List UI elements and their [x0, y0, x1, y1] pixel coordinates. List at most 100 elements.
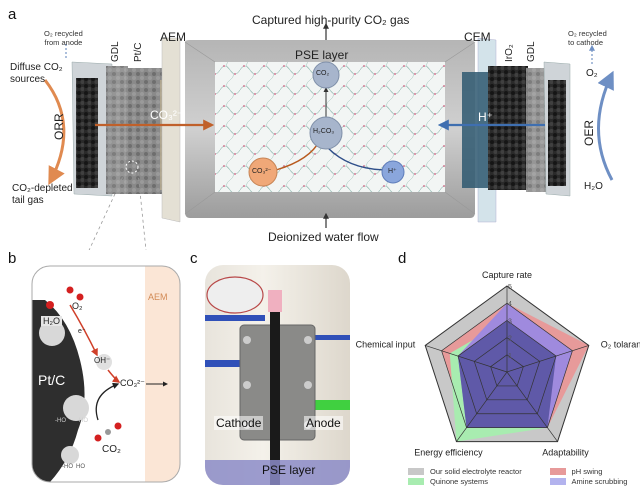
panel-a-illustration: [43, 22, 614, 250]
tick-label-2: 2: [508, 336, 512, 343]
oer-arrow: [597, 70, 614, 181]
h2o-oxygen: [46, 301, 54, 309]
panel-b-oh-label: OH⁻: [94, 356, 111, 365]
axis-spoke-chemical-input: [425, 345, 508, 373]
o2-atom-2: [76, 293, 84, 301]
anode-label: Anode: [304, 416, 343, 430]
proton-sphere-label: H⁺: [388, 168, 397, 175]
ho-label-3: -HO: [62, 464, 73, 470]
carbonate-sphere-label: CO₃²⁻: [252, 168, 272, 175]
legend-label: Quinone systems: [430, 477, 488, 486]
legend-swatch: [549, 468, 566, 475]
axis-label-adaptability: Adaptability: [542, 448, 589, 458]
ptc-particle: [32, 300, 85, 482]
co2-sphere: [312, 61, 340, 89]
co2-to-co3-arrow: [95, 382, 120, 421]
carbonate-sphere: [248, 157, 278, 187]
h2co3-sphere: [309, 116, 343, 150]
pse-plate: [270, 310, 280, 485]
panel-c-pse-label: PSE layer: [262, 463, 316, 477]
blue-tube-3: [300, 335, 350, 340]
panel-b-h2o-label: H₂O: [41, 316, 62, 326]
panel-b-letter: b: [8, 250, 17, 267]
panel-b-frame: [31, 265, 181, 483]
o2-recycled-to-cathode: O₂ recycled to cathode: [568, 29, 607, 47]
carbonate-ion-label: CO₃²⁻: [150, 108, 184, 122]
green-tube: [305, 400, 350, 410]
o2-atom-1: [66, 286, 74, 294]
h2o-right-label: H₂O: [584, 181, 603, 192]
cem-label: CEM: [464, 30, 491, 44]
legend-label: Amine scrubbing: [571, 477, 628, 486]
legend-swatch: [408, 468, 424, 475]
proton-sphere: [381, 160, 405, 184]
legend-item-amine-scrubbing: Amine scrubbing: [549, 477, 638, 486]
co2-depleted-label: CO₂-depleted tail gas: [12, 183, 73, 206]
base-block: [205, 460, 350, 485]
grid-ring-1: [490, 354, 524, 387]
axis-spoke-o-tolarance: [506, 345, 589, 373]
legend-label: Our solid electrolyte reactor: [430, 467, 522, 476]
pt-sphere-2: [63, 395, 89, 421]
co2-sphere-label: CO₂: [316, 70, 330, 77]
pse-layer-label: PSE layer: [295, 48, 349, 62]
captured-co2-label: Captured high-purity CO₂ gas: [252, 13, 410, 27]
legend-item-ph-swing: pH swing: [549, 467, 638, 476]
orr-arrow: [43, 79, 66, 186]
device-photo: [205, 265, 350, 485]
series-amine-accent: [457, 303, 573, 428]
zoom-line-right: [137, 171, 147, 250]
legend-swatch: [408, 478, 424, 485]
co2-carbon: [105, 429, 111, 435]
tick-label-1: 1: [508, 353, 512, 360]
series-overlap-core: [457, 320, 557, 428]
highlight-ellipse: [206, 276, 264, 314]
anode-assembly: [462, 61, 571, 197]
panel-b-co3-label: CO₃²⁻: [120, 378, 145, 388]
ho-label-4: HO: [76, 464, 85, 470]
ho-label-1: -HO: [55, 418, 66, 424]
axis-spoke-adaptability: [506, 371, 558, 442]
panel-b-aem-label: AEM: [148, 292, 168, 302]
blue-tube-1: [205, 315, 265, 321]
grid-ring-2: [473, 337, 541, 401]
device-photo-drawing: [205, 276, 350, 485]
axis-label-capture-rate: Capture rate: [482, 270, 532, 280]
legend-label: pH swing: [571, 467, 603, 476]
panel-b-electron-label: e⁻: [78, 328, 86, 335]
legend-item-our-solid-electrolyte-reactor: Our solid electrolyte reactor: [408, 467, 550, 476]
proton-ion-label: H⁺: [478, 110, 493, 124]
legend-swatch: [549, 478, 566, 485]
h-to-h2co3-curve: [327, 147, 389, 171]
blue-tube-2: [205, 360, 265, 367]
panel-b-ptc-label: Pt/C: [38, 372, 66, 388]
axis-spoke-energy-efficiency: [456, 371, 508, 442]
panel-b-illustration: [31, 265, 181, 483]
axis-label-energy-efficiency: Energy efficiency: [414, 448, 483, 458]
h2co3-sphere-label: H₂CO₃: [313, 128, 335, 135]
o2-recycled-from-anode: O₂ recycled from anode: [44, 29, 83, 47]
panel-c-letter: c: [190, 250, 198, 267]
axis-label-chemical-input: Chemical input: [356, 339, 416, 349]
outlet-tube: [268, 290, 282, 312]
electron-arrow: [69, 304, 98, 357]
co2-oxygen-1: [94, 434, 102, 442]
panel-a-letter: a: [8, 6, 17, 23]
diffuse-co2-label: Diffuse CO₂ sources: [10, 62, 63, 85]
axis-label-o-tolarance: O₂ tolarance: [601, 339, 640, 349]
co2-oxygen-2: [114, 422, 122, 430]
panel-b-co2-label: CO₂: [102, 444, 121, 455]
oh-to-co3-arrow: [107, 369, 121, 383]
cathode-label: Cathode: [214, 416, 264, 430]
panel-d-letter: d: [398, 250, 407, 267]
aem-label: AEM: [160, 30, 187, 44]
tick-label-4: 4: [508, 301, 512, 308]
tick-label-3: 3: [508, 318, 512, 325]
panel-b-o2-label: O₂: [72, 301, 83, 311]
deionized-water-label: Deionized water flow: [268, 230, 379, 244]
aem-membrane: [161, 37, 181, 223]
grid-ring-4: [441, 302, 573, 429]
tick-label-5: 5: [508, 284, 512, 291]
